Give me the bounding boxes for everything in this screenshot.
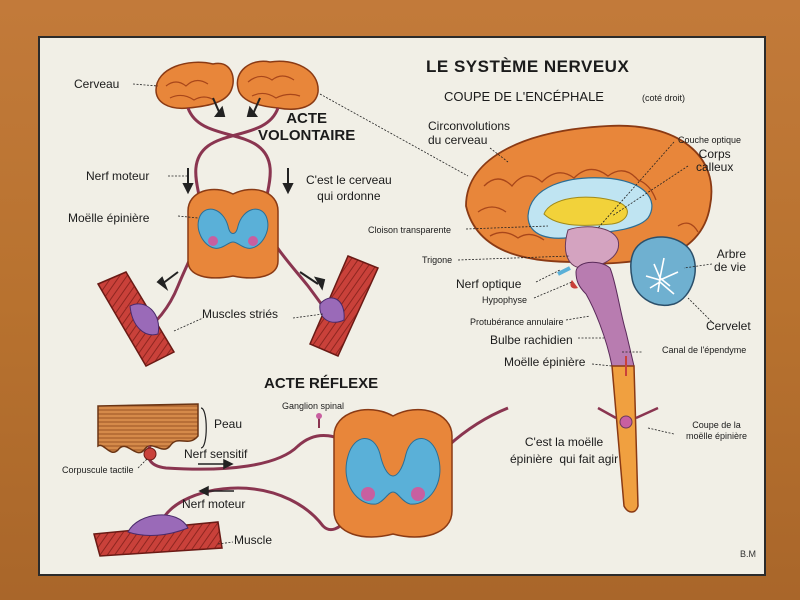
label-nerf-moteur-bottom: Nerf moteur <box>182 497 246 511</box>
ganglion <box>316 413 322 428</box>
label-nerf-optique: Nerf optique <box>456 277 522 291</box>
spinal-cord-section-top <box>187 188 279 279</box>
signature: B.M <box>740 549 757 559</box>
label-arbre-de-vie: Arbre de vie <box>714 247 747 275</box>
spinal-cord-long <box>597 356 659 513</box>
muscle-right-top <box>309 255 380 357</box>
label-peau: Peau <box>214 417 243 431</box>
caption-moelle-agir: C'est la moëlle épinière qui fait agir <box>510 435 619 466</box>
label-moelle-epiniere-top: Moëlle épinière <box>68 211 150 225</box>
caption-cerveau-ordonne: C'est le cerveau qui ordonne <box>306 173 392 204</box>
label-coupe-moelle: Coupe de la moëlle épinière <box>686 420 748 441</box>
arrows-top <box>156 97 326 291</box>
poster: LE SYSTÈME NERVEUX COUPE DE L'ENCÉPHALE … <box>38 36 766 576</box>
label-muscle: Muscle <box>234 533 273 547</box>
label-corpuscule-tactile: Corpuscule tactile <box>62 465 134 475</box>
leader-lines-right <box>319 93 715 435</box>
section-acte-reflexe: ACTE RÉFLEXE <box>264 375 379 392</box>
reflex-nerves <box>146 406 509 537</box>
label-moelle-epiniere-right: Moëlle épinière <box>504 355 586 369</box>
label-bulbe-rachidien: Bulbe rachidien <box>490 333 573 347</box>
label-cloison-transparente: Cloison transparente <box>368 225 452 235</box>
label-trigone: Trigone <box>422 255 453 265</box>
subtitle-note: (coté droit) <box>642 93 686 103</box>
label-protuberance-annulaire: Protubérance annulaire <box>470 317 564 327</box>
page-title: LE SYSTÈME NERVEUX <box>426 57 630 76</box>
nervous-system-diagram <box>93 60 715 557</box>
muscle-bottom <box>93 514 223 557</box>
section-acte-volontaire: ACTE VOLONTAIRE <box>258 110 356 145</box>
spinal-cord-section-bottom <box>333 408 453 538</box>
leader-lines-top <box>132 83 324 332</box>
label-nerf-sensitif: Nerf sensitif <box>184 447 248 461</box>
label-muscles-stries: Muscles striés <box>202 307 279 321</box>
reflex-arrows <box>198 458 234 497</box>
label-canal-ependyme: Canal de l'épendyme <box>662 345 747 355</box>
corpuscle <box>143 447 157 461</box>
brain-sagittal-section <box>465 124 713 367</box>
muscle-left-top <box>96 271 176 367</box>
page-subtitle: COUPE DE L'ENCÉPHALE <box>444 89 604 104</box>
label-couche-optique: Couche optique <box>678 135 742 145</box>
skin-block <box>97 403 207 454</box>
label-corps-calleux: Corps calleux <box>696 147 734 175</box>
label-ganglion-spinal: Ganglion spinal <box>282 401 345 411</box>
label-cervelet: Cervelet <box>706 319 751 333</box>
label-cerveau: Cerveau <box>74 77 120 91</box>
brain-hemispheres-small <box>155 60 319 110</box>
label-hypophyse: Hypophyse <box>482 295 528 305</box>
label-nerf-moteur-top: Nerf moteur <box>86 169 150 183</box>
label-circonvolutions: Circonvolutions du cerveau <box>428 119 511 147</box>
leader-lines-bottom <box>137 457 234 545</box>
